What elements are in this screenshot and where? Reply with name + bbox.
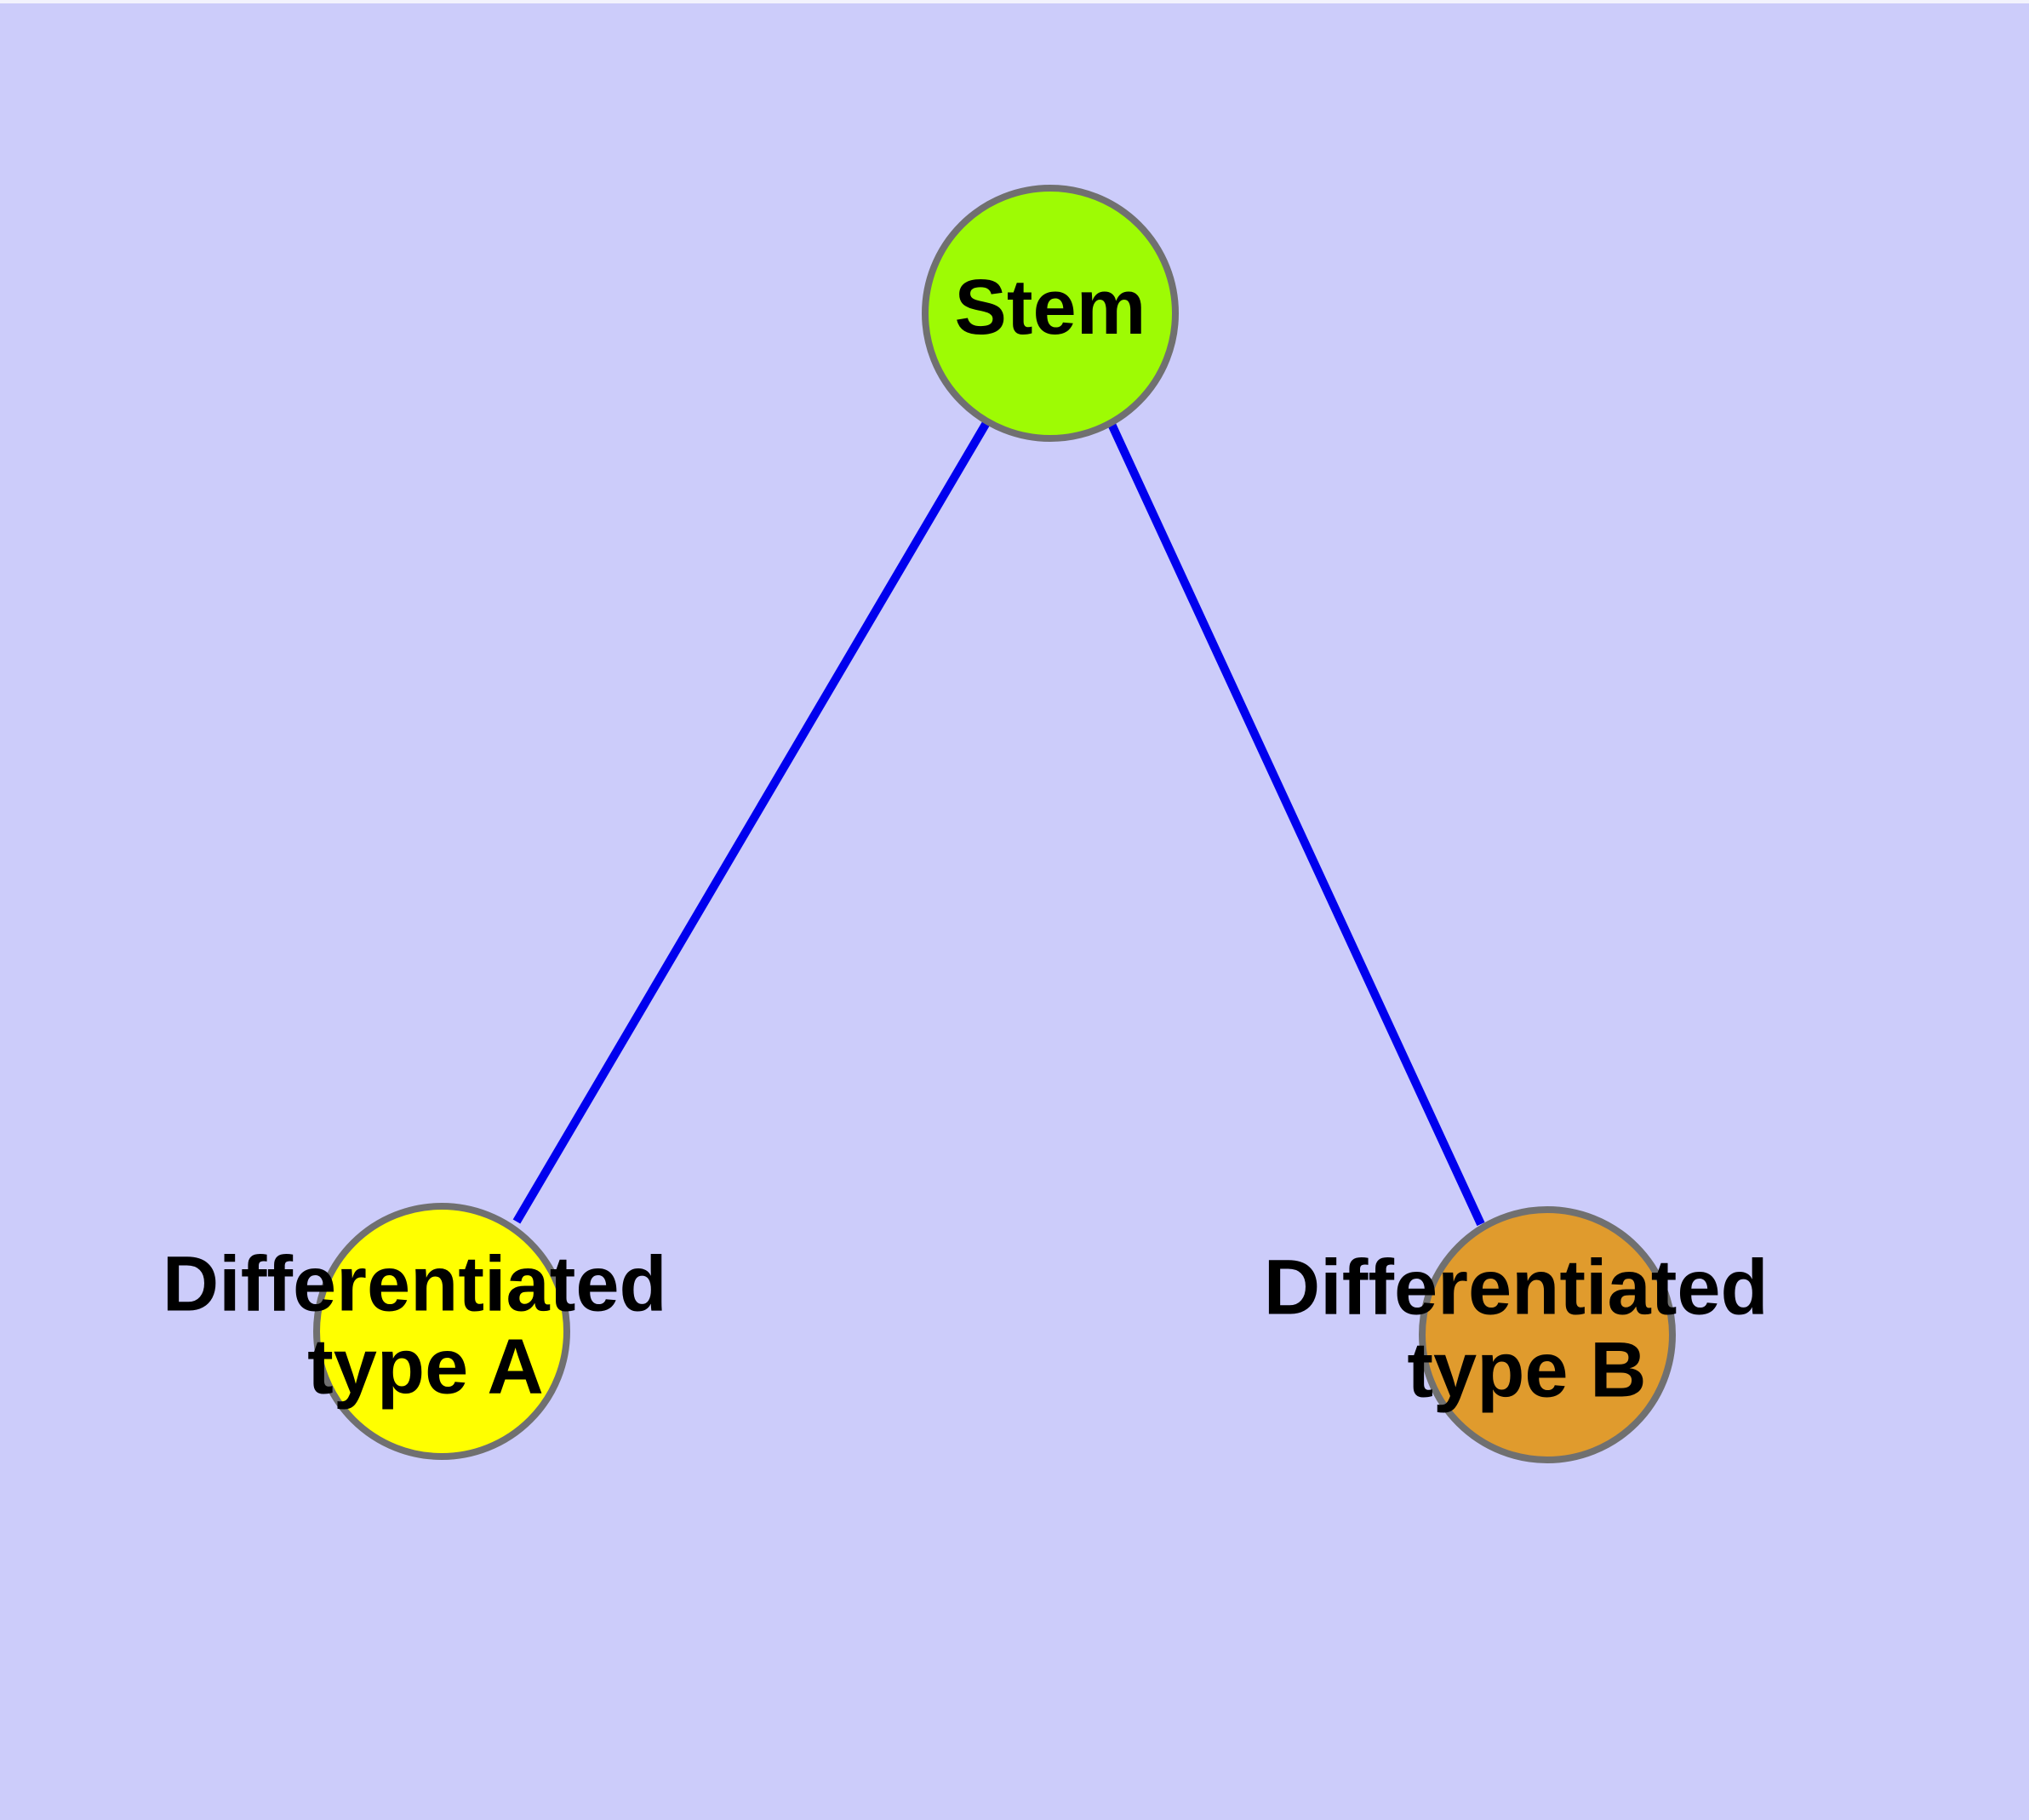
canvas-top-edge (0, 0, 2029, 3)
node-label-stem: Stem (955, 264, 1146, 351)
edge-group (512, 419, 1485, 1227)
node-label-differentiated-type-b-line2: type B (1407, 1327, 1646, 1414)
node-label-differentiated-type-b: Differentiated type B (1264, 1245, 1791, 1414)
node-label-differentiated-type-a-line2: type A (307, 1324, 544, 1411)
node-circle-differentiated-type-a[interactable] (313, 1203, 570, 1460)
edge-stem-to-differentiated-type-b[interactable] (1106, 420, 1485, 1227)
node-label-differentiated-type-a: Differentiated type A (163, 1241, 689, 1411)
node-group (313, 185, 1676, 1463)
edge-stem-to-differentiated-type-a[interactable] (512, 419, 992, 1224)
node-differentiated-type-a[interactable] (313, 1203, 570, 1460)
label-group: Stem Differentiated type A Differentiate… (163, 264, 1791, 1414)
node-stem[interactable] (922, 185, 1179, 442)
node-circle-differentiated-type-b[interactable] (1419, 1206, 1676, 1463)
node-circle-stem[interactable] (922, 185, 1179, 442)
node-label-differentiated-type-b-line1: Differentiated (1264, 1245, 1769, 1331)
node-label-stem-line1: Stem (955, 264, 1146, 351)
node-differentiated-type-b[interactable] (1419, 1206, 1676, 1463)
node-label-differentiated-type-a-line1: Differentiated (163, 1241, 667, 1328)
